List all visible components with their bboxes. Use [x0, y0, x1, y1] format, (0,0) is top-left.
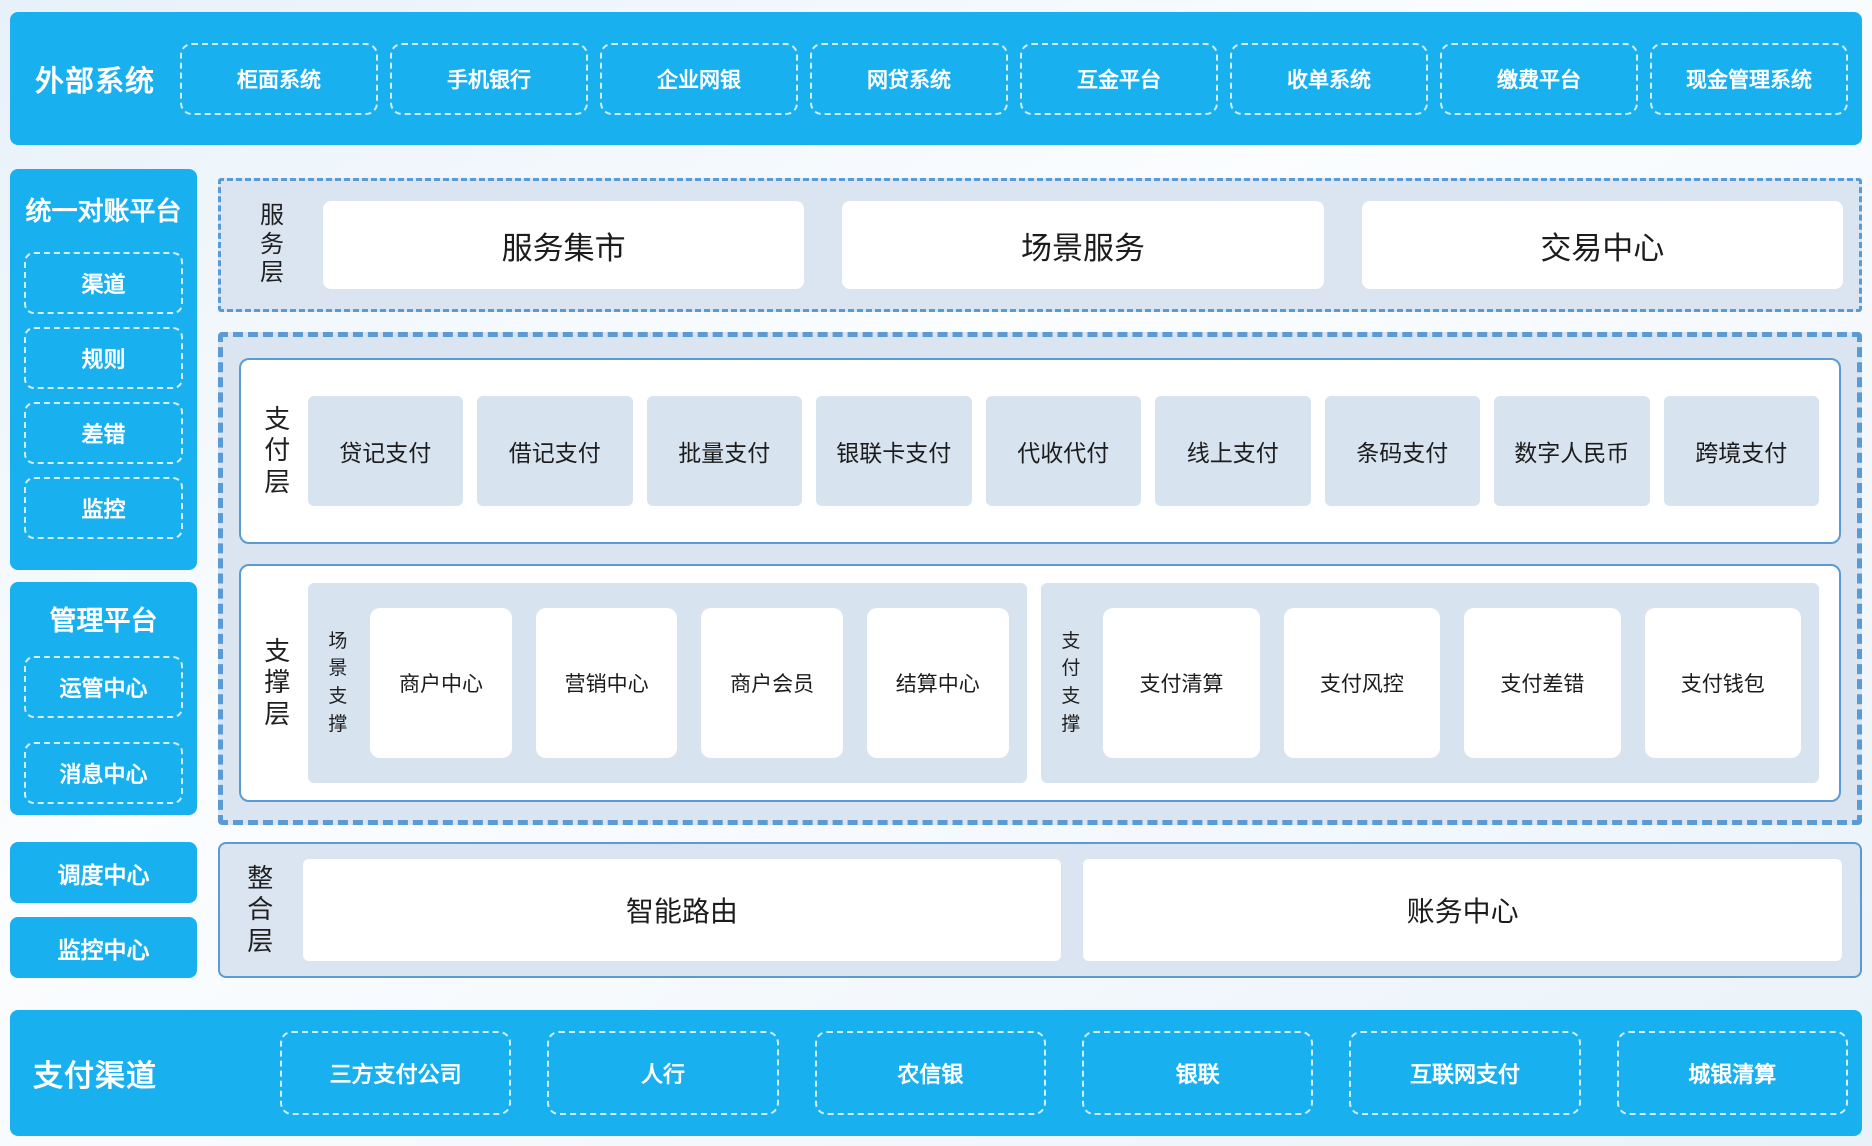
payment-channel-item: 人行 [547, 1031, 779, 1115]
service-layer-boxes: 服务集市 场景服务 交易中心 [323, 201, 1843, 289]
support-box: 结算中心 [866, 608, 1009, 758]
service-box: 交易中心 [1361, 201, 1843, 289]
support-layer: 支撑层 场景支撑 商户中心 营销中心 商户会员 结算中心 支付支撑 支付清算 支… [239, 564, 1841, 802]
reconciliation-platform-block: 统一对账平台 渠道 规则 差错 监控 [10, 169, 197, 570]
service-layer-label: 服务层 [260, 201, 284, 287]
external-system-item: 柜面系统 [180, 42, 378, 115]
payment-layer-boxes: 贷记支付 借记支付 批量支付 银联卡支付 代收代付 线上支付 条码支付 数字人民… [307, 396, 1819, 506]
service-box: 服务集市 [323, 201, 805, 289]
integration-layer-boxes: 智能路由 账务中心 [302, 859, 1842, 961]
payment-box: 批量支付 [646, 396, 802, 506]
external-systems-items: 柜面系统 手机银行 企业网银 网贷系统 互金平台 收单系统 缴费平台 现金管理系… [180, 42, 1862, 115]
payment-box: 数字人民币 [1494, 396, 1650, 506]
support-box: 商户会员 [701, 608, 843, 758]
integration-layer-label: 整合层 [247, 863, 274, 956]
reconciliation-item: 渠道 [24, 252, 183, 314]
management-item: 运管中心 [24, 656, 183, 718]
scene-support-panel: 场景支撑 商户中心 营销中心 商户会员 结算中心 [307, 583, 1027, 783]
external-system-item: 现金管理系统 [1650, 42, 1848, 115]
payment-channel-item: 互联网支付 [1349, 1031, 1581, 1115]
support-layer-panels: 场景支撑 商户中心 营销中心 商户会员 结算中心 支付支撑 支付清算 支付风控 … [307, 583, 1819, 783]
integration-box: 账务中心 [1083, 859, 1842, 961]
payment-channel-item: 城银清算 [1616, 1031, 1848, 1115]
payment-box: 贷记支付 [307, 396, 463, 506]
external-systems-bar: 外部系统 柜面系统 手机银行 企业网银 网贷系统 互金平台 收单系统 缴费平台 … [10, 12, 1862, 145]
payment-support-panel: 支付支撑 支付清算 支付风控 支付差错 支付钱包 [1040, 583, 1819, 783]
payment-channels-bar: 支付渠道 三方支付公司 人行 农信银 银联 互联网支付 城银清算 [10, 1010, 1862, 1136]
management-platform-block: 管理平台 运管中心 消息中心 [10, 582, 197, 815]
monitor-center-block: 监控中心 [10, 917, 197, 978]
payment-box: 线上支付 [1155, 396, 1311, 506]
support-layer-label: 支撑层 [264, 636, 291, 729]
payment-channels-label: 支付渠道 [33, 1060, 157, 1093]
integration-layer: 整合层 智能路由 账务中心 [218, 842, 1862, 978]
payment-channel-item: 银联 [1081, 1031, 1314, 1115]
external-system-item: 网贷系统 [810, 42, 1008, 115]
support-box: 商户中心 [370, 608, 512, 758]
external-system-item: 互金平台 [1020, 42, 1218, 115]
service-box: 场景服务 [842, 201, 1324, 289]
scene-support-label: 场景支撑 [328, 630, 348, 735]
payment-box: 代收代付 [985, 396, 1141, 506]
payment-box: 跨境支付 [1663, 396, 1819, 506]
support-box: 支付差错 [1464, 608, 1621, 758]
management-item: 消息中心 [24, 742, 183, 804]
payment-layer: 支付层 贷记支付 借记支付 批量支付 银联卡支付 代收代付 线上支付 条码支付 … [239, 358, 1841, 544]
payment-channel-item: 农信银 [814, 1031, 1046, 1115]
payment-channels-items: 三方支付公司 人行 农信银 银联 互联网支付 城银清算 [280, 1031, 1862, 1115]
payment-channel-item: 三方支付公司 [280, 1031, 512, 1115]
support-box: 营销中心 [535, 608, 678, 758]
core-layers-region: 支付层 贷记支付 借记支付 批量支付 银联卡支付 代收代付 线上支付 条码支付 … [218, 332, 1862, 825]
reconciliation-item: 规则 [24, 327, 183, 389]
support-box: 支付风控 [1283, 608, 1441, 758]
external-system-item: 缴费平台 [1440, 42, 1638, 115]
dispatch-center-block: 调度中心 [10, 842, 197, 903]
payment-box: 借记支付 [477, 396, 633, 506]
external-system-item: 手机银行 [390, 42, 588, 115]
external-system-item: 收单系统 [1230, 42, 1428, 115]
integration-box: 智能路由 [302, 859, 1062, 961]
payment-support-label: 支付支撑 [1061, 630, 1081, 735]
payment-box: 银联卡支付 [816, 396, 972, 506]
payment-box: 条码支付 [1324, 396, 1480, 506]
scene-support-boxes: 商户中心 营销中心 商户会员 结算中心 [370, 608, 1009, 758]
support-box: 支付清算 [1103, 608, 1260, 758]
external-system-item: 企业网银 [600, 42, 798, 115]
reconciliation-item: 差错 [24, 402, 183, 464]
reconciliation-platform-title: 统一对账平台 [25, 196, 182, 226]
support-box: 支付钱包 [1644, 608, 1801, 758]
payment-support-boxes: 支付清算 支付风控 支付差错 支付钱包 [1103, 608, 1801, 758]
service-layer: 服务层 服务集市 场景服务 交易中心 [218, 178, 1862, 312]
reconciliation-item: 监控 [24, 477, 183, 539]
management-platform-title: 管理平台 [49, 606, 158, 636]
external-systems-label: 外部系统 [34, 65, 155, 98]
payment-layer-label: 支付层 [264, 404, 291, 497]
